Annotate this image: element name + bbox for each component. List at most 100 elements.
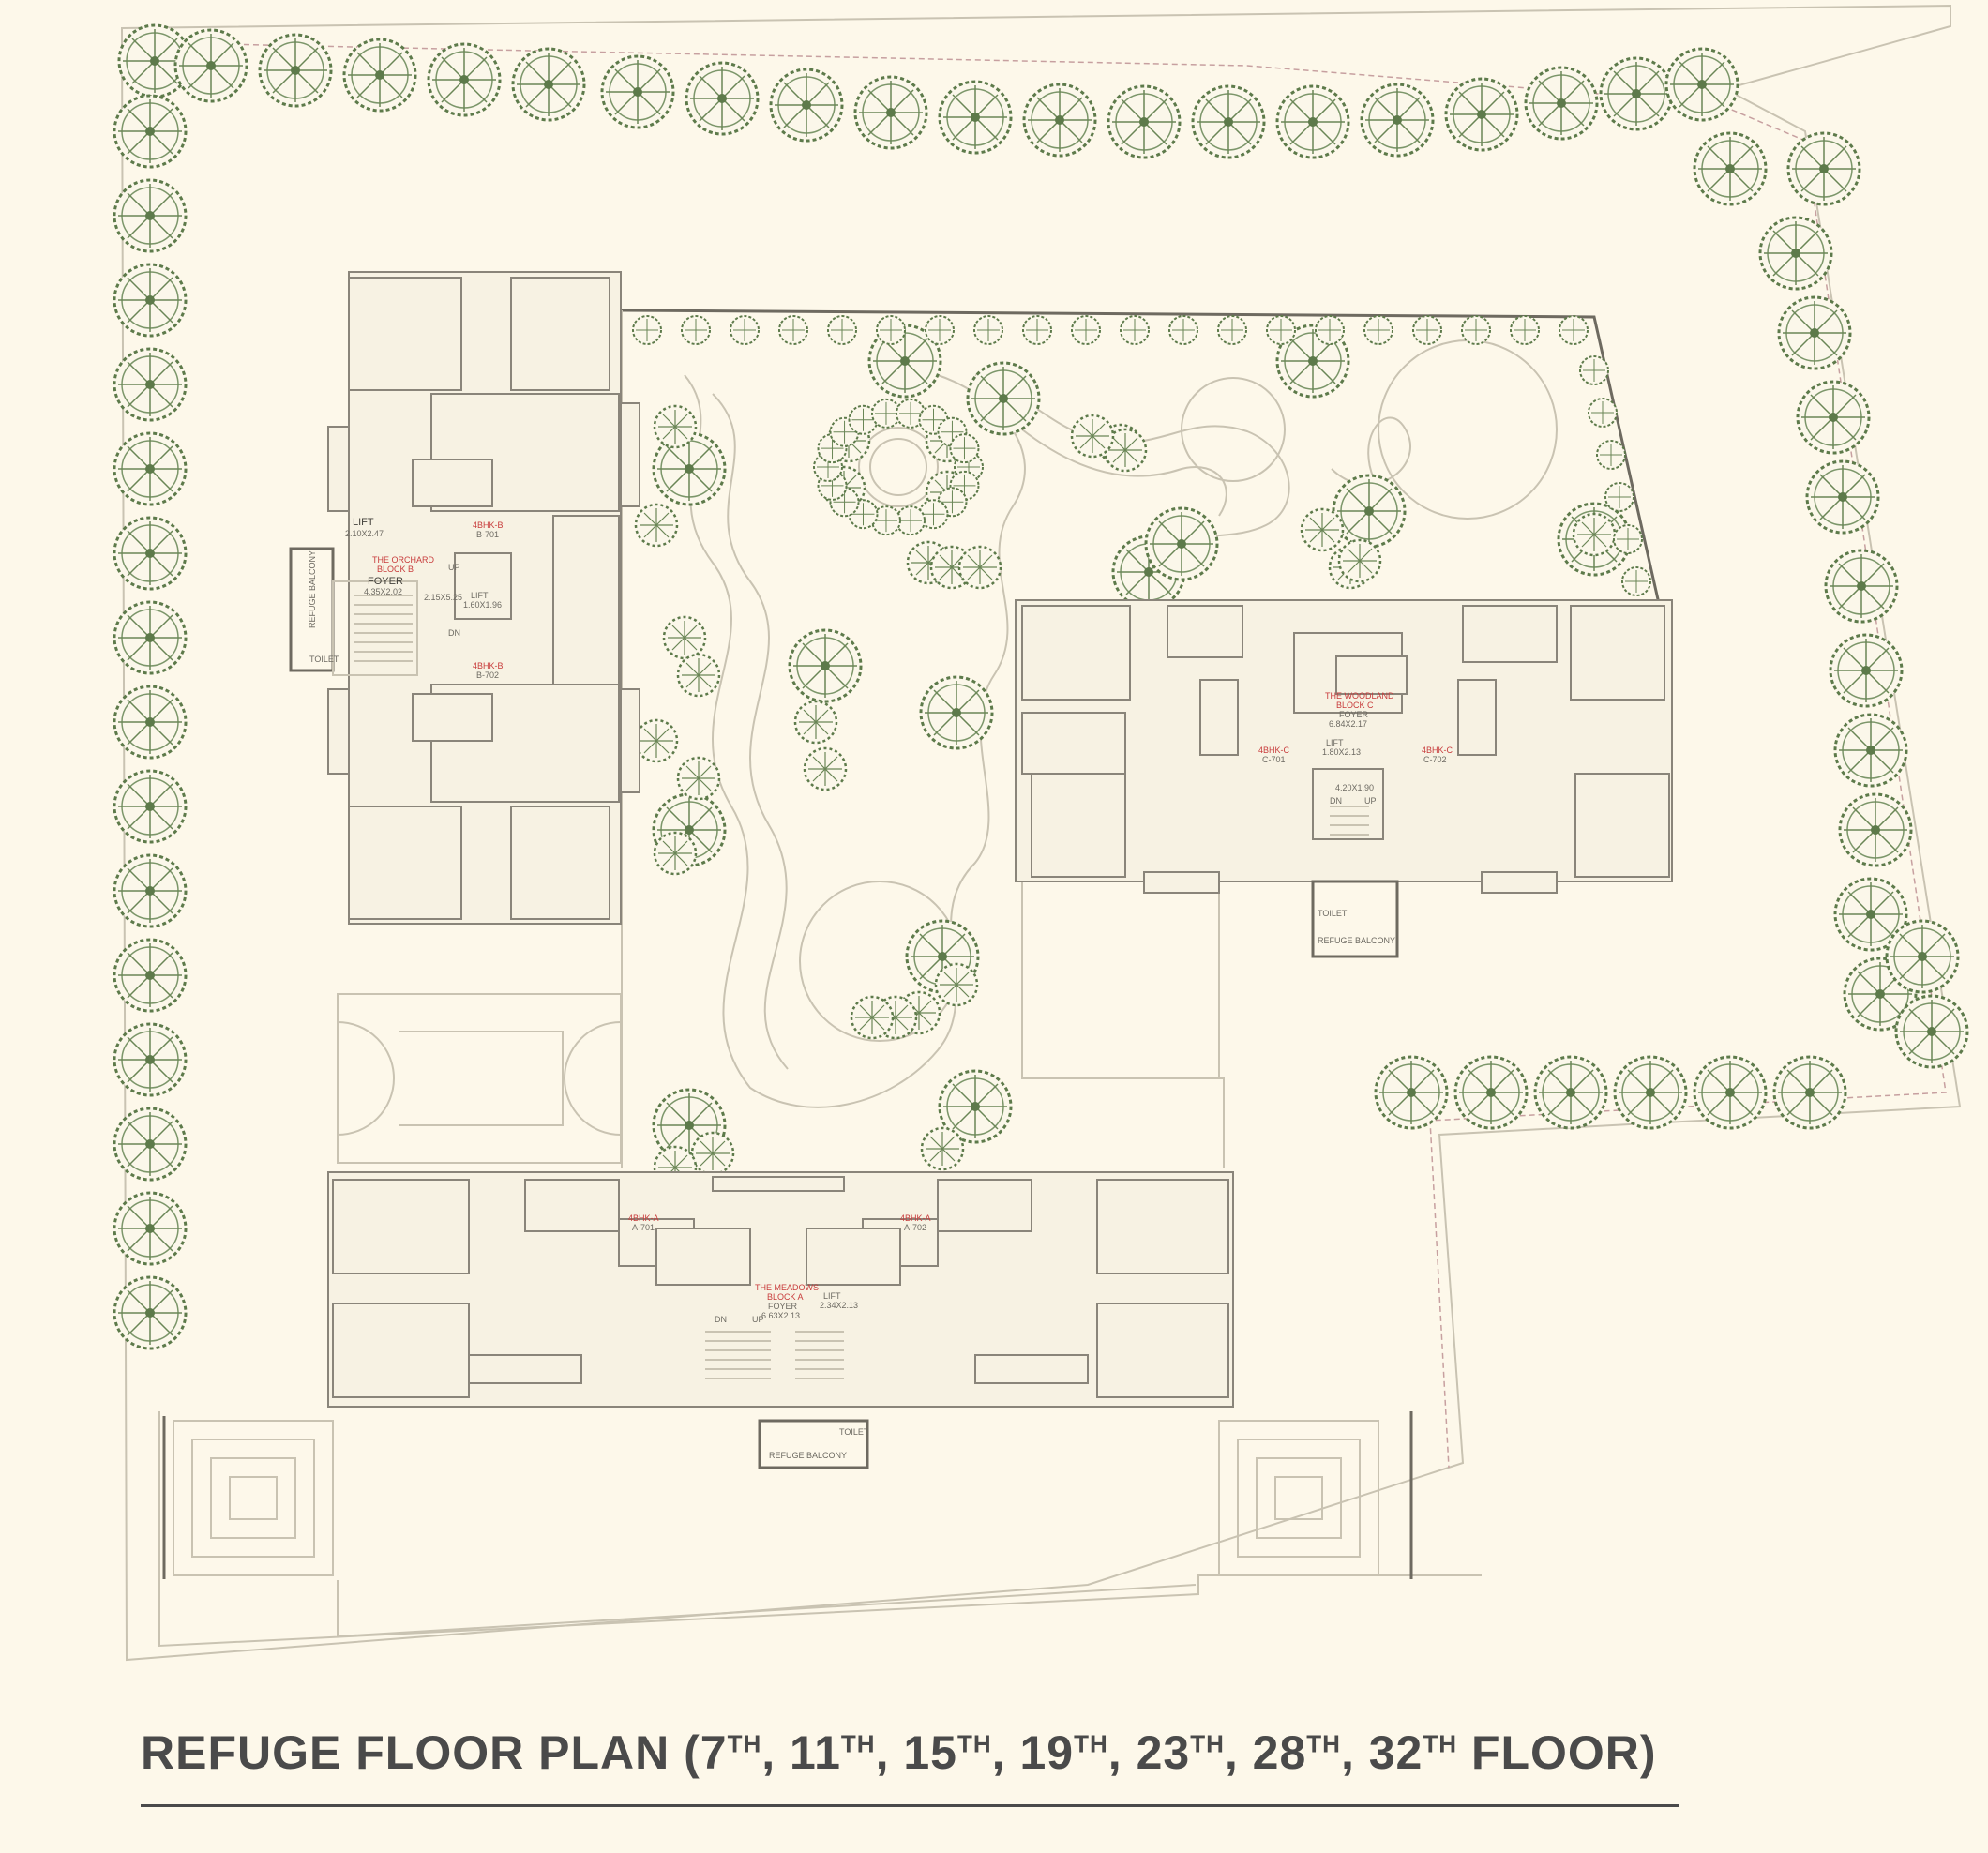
title-floor-suffix: TH — [840, 1729, 876, 1758]
tree-icon — [793, 700, 838, 745]
tree-icon — [925, 315, 955, 345]
tree-icon — [1363, 315, 1393, 345]
tree-icon — [113, 938, 188, 1013]
woodland-lobby-size: 4.20X1.90 — [1335, 783, 1374, 792]
tree-icon — [1572, 512, 1617, 557]
orchard-lift-size: 2.10X2.47 — [345, 529, 384, 538]
title-separator: , — [1107, 1726, 1137, 1779]
tree-icon — [653, 831, 698, 876]
tree-icon — [1786, 131, 1861, 206]
orchard-lift2: LIFT — [471, 591, 489, 600]
meadows-lift-size: 2.34X2.13 — [820, 1301, 858, 1310]
tree-icon — [850, 995, 895, 1040]
title-floor-suffix: TH — [1190, 1729, 1225, 1758]
tree-icon — [113, 178, 188, 253]
tree-icon — [113, 685, 188, 760]
tree-icon — [1191, 84, 1266, 159]
woodland-lift-size: 1.80X2.13 — [1322, 747, 1361, 757]
tree-icon — [778, 315, 808, 345]
orchard-up: UP — [448, 563, 460, 572]
tree-icon — [676, 756, 721, 801]
tree-icon — [113, 769, 188, 844]
tree-icon — [788, 628, 863, 703]
tree-icon — [938, 80, 1013, 155]
tree-icon — [769, 68, 844, 143]
plan-title-area: REFUGE FLOOR PLAN (7TH, 11TH, 15TH, 19TH… — [141, 1725, 1679, 1807]
meadows-refuge-balcony: REFUGE BALCONY — [769, 1451, 847, 1460]
tree-icon — [1120, 315, 1150, 345]
tree-icon — [1168, 315, 1198, 345]
tree-icon — [1599, 56, 1674, 131]
tree-icon — [113, 431, 188, 506]
orchard-lift2-size: 1.60X1.96 — [463, 600, 502, 610]
woodland-dn: DN — [1330, 796, 1342, 806]
title-floor-number: 19 — [1019, 1726, 1075, 1779]
woodland-block-name: THE WOODLAND — [1325, 691, 1394, 701]
orchard-toilet: TOILET — [309, 655, 339, 664]
tree-icon — [1833, 713, 1908, 788]
woodland-unit1-no: C-701 — [1262, 755, 1286, 764]
orchard-lobby-size: 2.15X5.25 — [424, 593, 462, 602]
orchard-dn: DN — [448, 628, 460, 638]
tree-icon — [1070, 414, 1115, 459]
orchard-lift: LIFT — [353, 517, 374, 528]
tree-icon — [1144, 506, 1219, 581]
woodland-block-label: BLOCK C — [1336, 701, 1374, 710]
woodland-up: UP — [1364, 796, 1377, 806]
tree-icon — [919, 675, 994, 750]
tree-icon — [113, 1191, 188, 1266]
orchard-foyer-size: 4.35X2.02 — [364, 587, 402, 596]
tree-icon — [1829, 633, 1904, 708]
tree-icon — [113, 853, 188, 928]
meadows-up: UP — [752, 1315, 764, 1324]
tree-icon — [730, 315, 760, 345]
tree-icon — [1693, 1055, 1768, 1130]
block-a-meadows: THE MEADOWS BLOCK A FOYER 6.63X2.13 LIFT… — [327, 1171, 1234, 1469]
tree-icon — [1524, 66, 1599, 141]
tree-icon — [1071, 315, 1101, 345]
meadows-block-name: THE MEADOWS — [755, 1283, 819, 1292]
title-suffix: FLOOR) — [1457, 1726, 1657, 1779]
title-floor-suffix: TH — [1423, 1729, 1458, 1758]
meadows-foyer-size: 6.63X2.13 — [761, 1311, 800, 1320]
meadows-foyer: FOYER — [768, 1302, 798, 1311]
block-b-orchard: THE ORCHARD BLOCK B FOYER 4.35X2.02 LIFT… — [289, 271, 640, 925]
tree-icon — [803, 746, 848, 791]
tree-icon — [113, 600, 188, 675]
play-court — [337, 993, 622, 1164]
pergola-left — [173, 1420, 334, 1576]
title-floor-suffix: TH — [727, 1729, 762, 1758]
orchard-refuge-balcony: REFUGE BALCONY — [308, 550, 317, 628]
woodland-toilet: TOILET — [1318, 909, 1348, 918]
title-prefix: REFUGE FLOOR PLAN ( — [141, 1726, 700, 1779]
tree-icon — [653, 404, 698, 449]
tree-icon — [1444, 77, 1519, 152]
tree-icon — [1217, 315, 1247, 345]
tree-icon — [1022, 315, 1052, 345]
tree-icon — [113, 94, 188, 169]
tree-icon — [1360, 83, 1435, 158]
tree-icon — [1275, 84, 1350, 159]
tree-icon — [1461, 315, 1491, 345]
orchard-unit1-no: B-701 — [476, 530, 499, 539]
tree-icon — [1332, 474, 1407, 549]
woodland-lift: LIFT — [1326, 738, 1344, 747]
tree-icon — [1824, 549, 1899, 624]
tree-icon — [1315, 315, 1345, 345]
title-floor-number: 28 — [1252, 1726, 1307, 1779]
tree-icon — [1107, 84, 1182, 159]
orchard-block-label: BLOCK B — [377, 565, 414, 574]
tree-icon — [662, 615, 707, 660]
title-separator: , — [761, 1726, 791, 1779]
title-separator: , — [875, 1726, 904, 1779]
title-floor-number: 11 — [790, 1726, 841, 1779]
meadows-unit2-no: A-702 — [904, 1223, 926, 1232]
tree-icon — [1894, 994, 1969, 1069]
tree-icon — [966, 361, 1041, 436]
tree-icon — [632, 315, 662, 345]
title-floor-number: 7 — [700, 1726, 728, 1779]
woodland-unit2-type: 4BHK-C — [1422, 746, 1453, 755]
block-c-woodland: THE WOODLAND BLOCK C FOYER 6.84X2.17 LIF… — [1015, 599, 1673, 958]
tree-icon — [690, 1131, 735, 1176]
